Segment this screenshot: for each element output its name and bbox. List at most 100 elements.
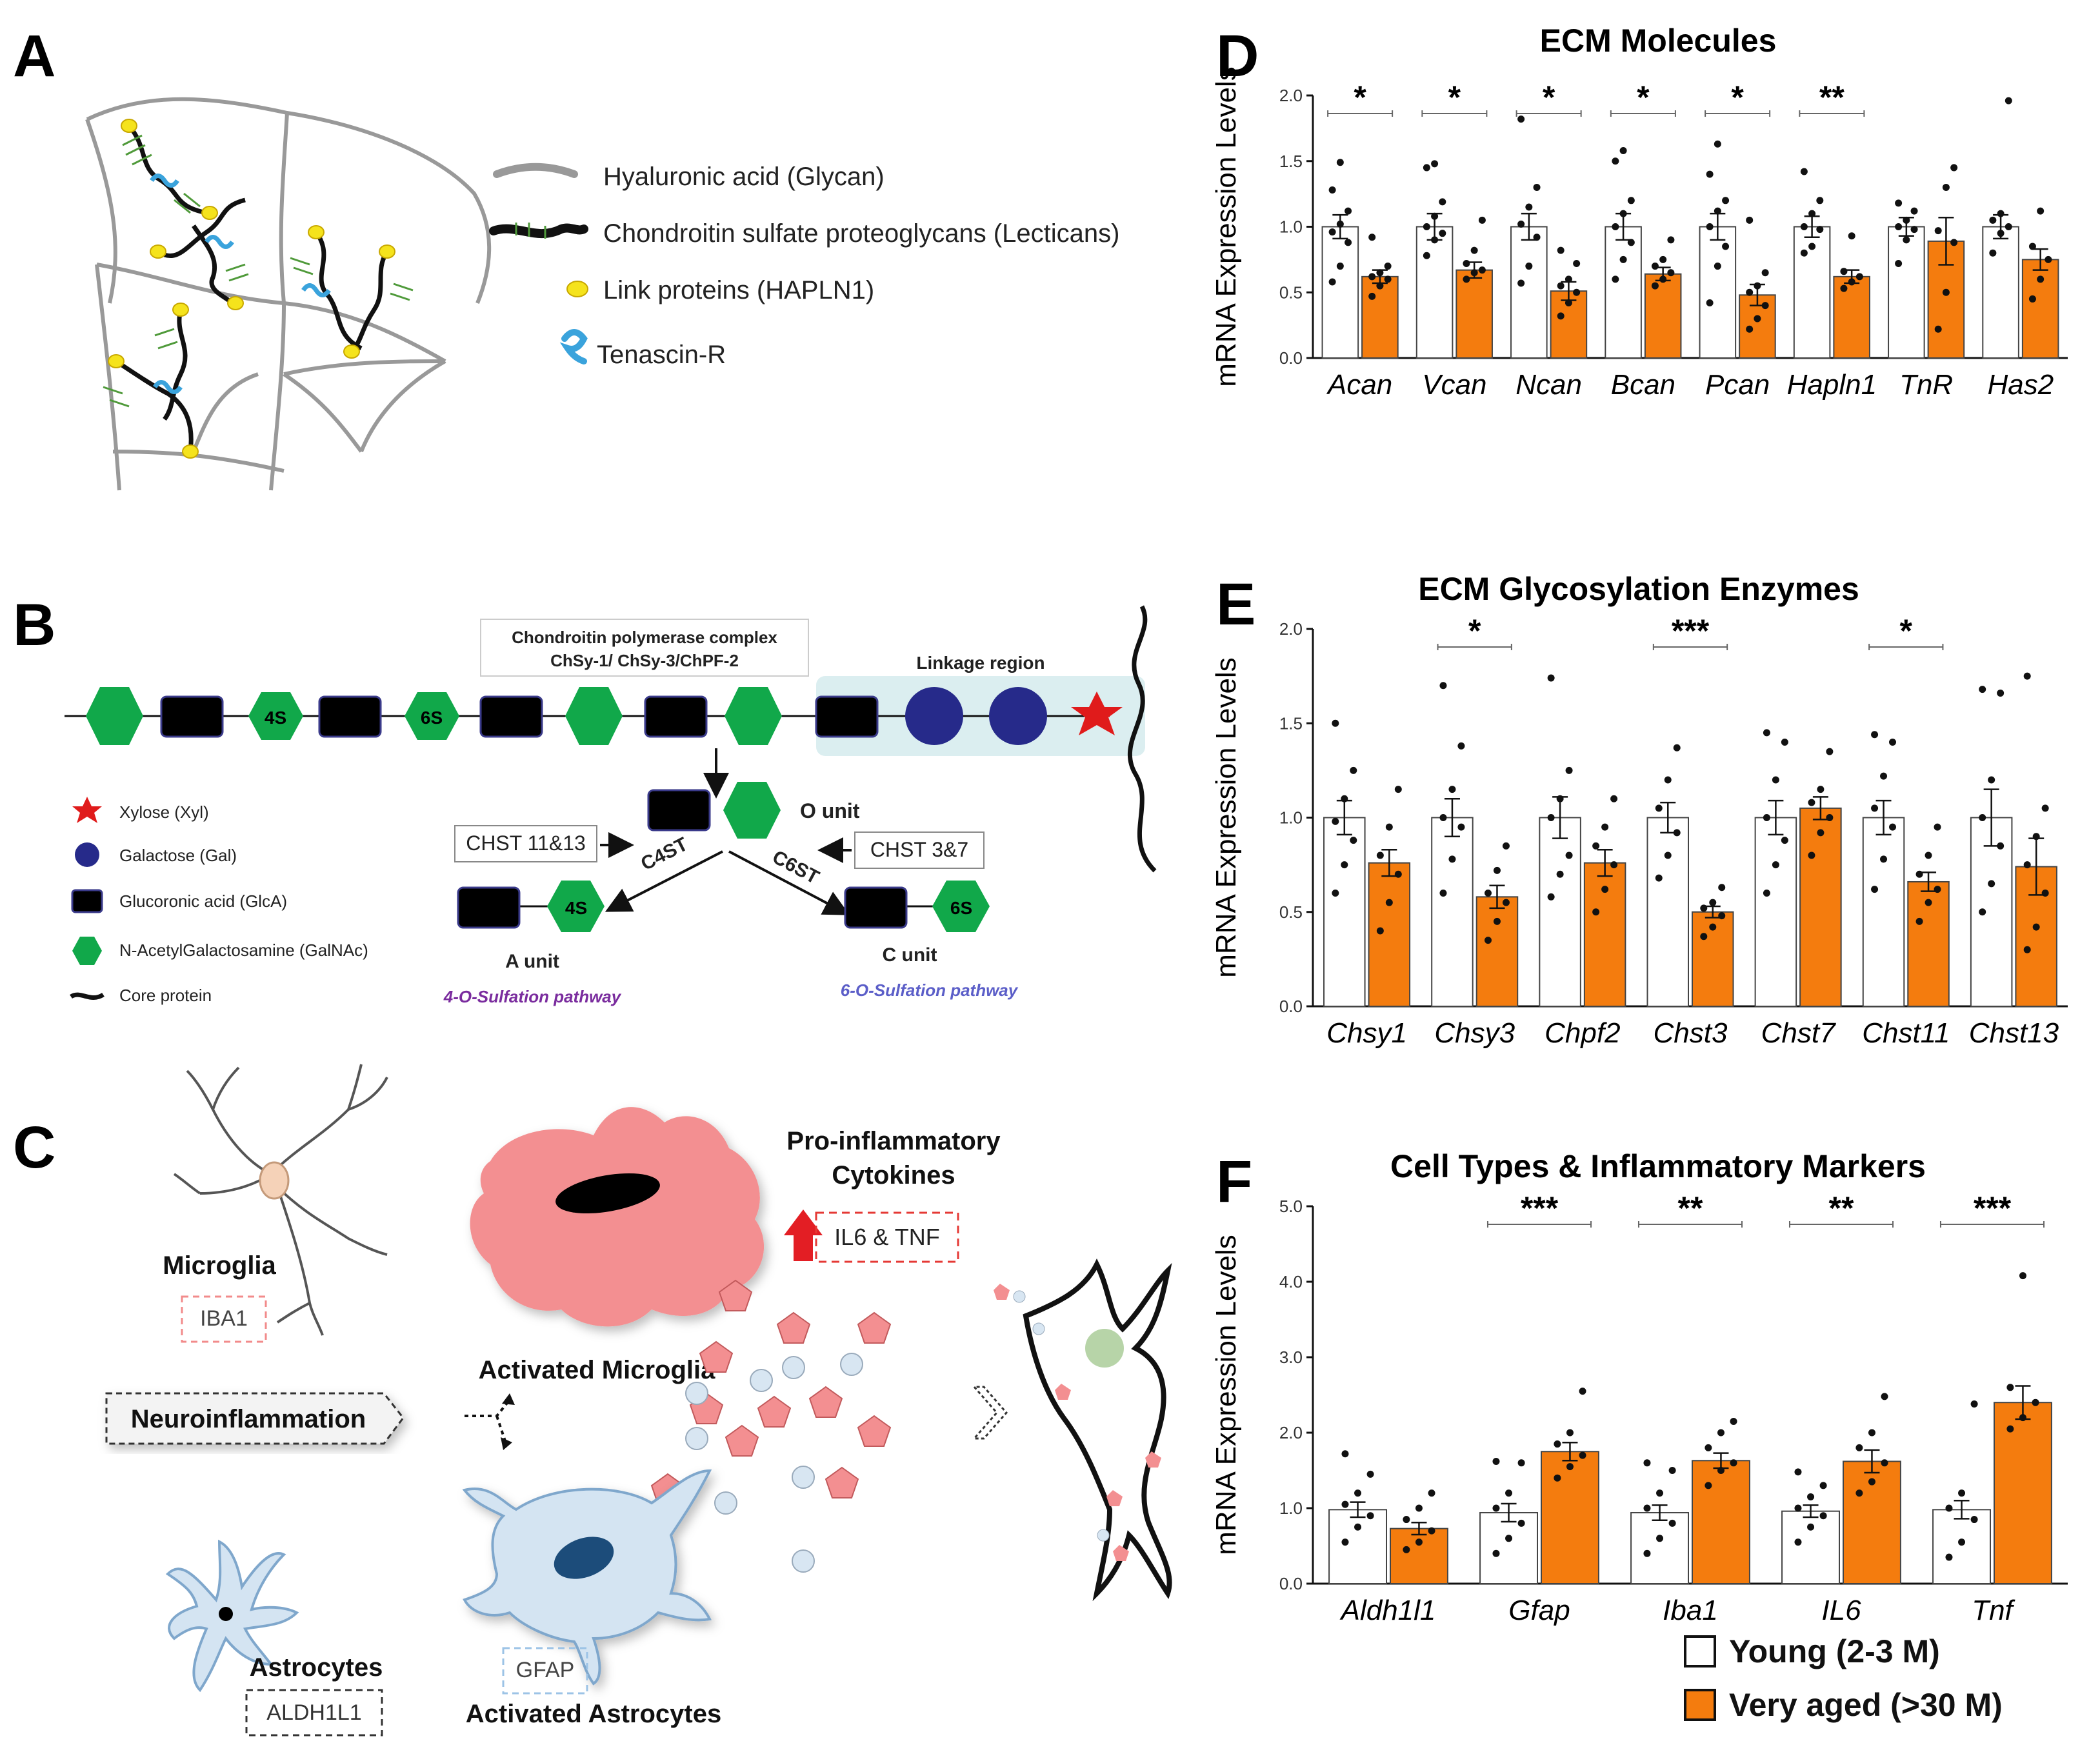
activated-microglia-icon (470, 1107, 765, 1327)
data-point (1368, 273, 1376, 281)
y-tick-label: 5.0 (1279, 1197, 1303, 1216)
data-point (1772, 776, 1779, 784)
data-point (1808, 851, 1815, 859)
data-point (1714, 207, 1721, 215)
glca-square (815, 695, 879, 738)
data-point (1505, 1489, 1513, 1497)
c-unit-6s: 6S (950, 898, 972, 918)
data-point (1505, 1535, 1513, 1542)
data-point (1925, 851, 1932, 859)
data-point (1336, 263, 1344, 270)
data-point (1415, 1504, 1423, 1512)
bar-aged (1692, 1460, 1750, 1585)
cytokine-vesicle (840, 1353, 863, 1376)
y-axis-label: mRNA Expression Levels (1210, 66, 1242, 386)
data-point (1781, 739, 1788, 746)
neuron-vesicle (1013, 1290, 1026, 1303)
glca-square (479, 695, 543, 738)
cytokine-vesicle (714, 1491, 737, 1515)
cspg-chain (192, 224, 234, 305)
data-point (1717, 1467, 1725, 1474)
data-point (1717, 1429, 1725, 1437)
data-point (2037, 275, 2045, 283)
data-point (1664, 851, 1672, 859)
neuron-cytokine (1055, 1384, 1071, 1400)
data-point (1988, 776, 1995, 784)
chst-37-label: CHST 3&7 (870, 838, 968, 861)
legend-label: Chondroitin sulfate proteoglycans (Lecti… (603, 219, 1119, 248)
link-protein-dot (150, 244, 166, 259)
data-point (1366, 1512, 1374, 1520)
data-point (1667, 236, 1675, 244)
data-point (1384, 263, 1392, 270)
data-point (1341, 795, 1348, 802)
galnac-hexagon-icon (72, 937, 102, 965)
core-protein-squiggle (1127, 605, 1157, 873)
link-protein-icon (566, 281, 588, 297)
data-point (1910, 207, 1918, 215)
chst-37-box (854, 831, 985, 869)
data-point (2028, 243, 2036, 250)
data-point (1746, 325, 1754, 333)
data-point (1376, 851, 1384, 859)
data-point (1800, 168, 1808, 175)
data-point (1934, 886, 1941, 893)
data-point (1554, 1474, 1561, 1482)
c-unit-label: C unit (883, 944, 937, 966)
cspg-spikes (103, 134, 414, 408)
glycan-chain: 4S 6S (86, 687, 1123, 745)
significance-marker: * (1900, 613, 1913, 649)
cytokines-label-line2: Cytokines (832, 1161, 955, 1190)
c6st-label: C6ST (769, 846, 823, 888)
data-point (1547, 814, 1555, 821)
data-point (2037, 207, 2045, 215)
hyaluronan-strand (283, 359, 446, 376)
cspg-chain (350, 250, 390, 353)
y-tick-label: 2.0 (1279, 619, 1303, 639)
hyaluronan-wave-icon (493, 163, 578, 178)
data-point (1807, 1493, 1815, 1500)
link-protein-dot (343, 344, 360, 359)
data-point (1345, 239, 1352, 246)
cytokine-vesicle (782, 1356, 805, 1379)
polymerase-complex-title: Chondroitin polymerase complex (512, 628, 777, 647)
data-point (1439, 230, 1446, 237)
bar-aged (1541, 1451, 1599, 1584)
data-point (1705, 1482, 1712, 1489)
galnac-hexagon (248, 692, 303, 740)
bar-young (1970, 817, 2013, 1007)
y-tick-label: 2.0 (1279, 1423, 1303, 1442)
legend-label: Glucoronic acid (GlcA) (119, 891, 287, 911)
c-unit-glca (844, 886, 908, 929)
significance-marker: *** (1521, 1190, 1559, 1226)
y-tick-label: 3.0 (1279, 1348, 1303, 1367)
data-point (1855, 1489, 1863, 1497)
galnac-hexagon (405, 692, 459, 740)
significance-marker: * (1543, 79, 1555, 115)
chart-title: ECM Molecules (1540, 23, 1777, 59)
data-point (1547, 893, 1555, 901)
data-point (1350, 837, 1357, 844)
hyaluronan-strand (86, 97, 492, 304)
data-point (1566, 1463, 1574, 1471)
data-point (1517, 1459, 1525, 1467)
activated-astrocyte-nucleus (554, 1537, 614, 1579)
data-point (1970, 1400, 1978, 1408)
data-point (1643, 1459, 1651, 1467)
link-protein-dots (108, 119, 395, 459)
astrocyte-nucleus (219, 1607, 233, 1621)
data-point (1997, 210, 2005, 217)
data-point (1871, 886, 1879, 893)
cspg-chain (163, 309, 188, 421)
link-protein-dot (227, 296, 244, 310)
tenascin-r-marks (150, 174, 331, 394)
data-point (1431, 160, 1439, 168)
panel-c: C Microglia IBA1 Activated Microglia Pro… (13, 1064, 1172, 1737)
bar-young (1781, 1510, 1841, 1584)
cytokine-vesicle (750, 1369, 773, 1392)
branch-arrowhead-icon (501, 1393, 515, 1450)
x-tick-label: Chst7 (1761, 1017, 1836, 1049)
data-point (1889, 823, 1897, 831)
branch-arrow-icon (465, 1399, 511, 1446)
